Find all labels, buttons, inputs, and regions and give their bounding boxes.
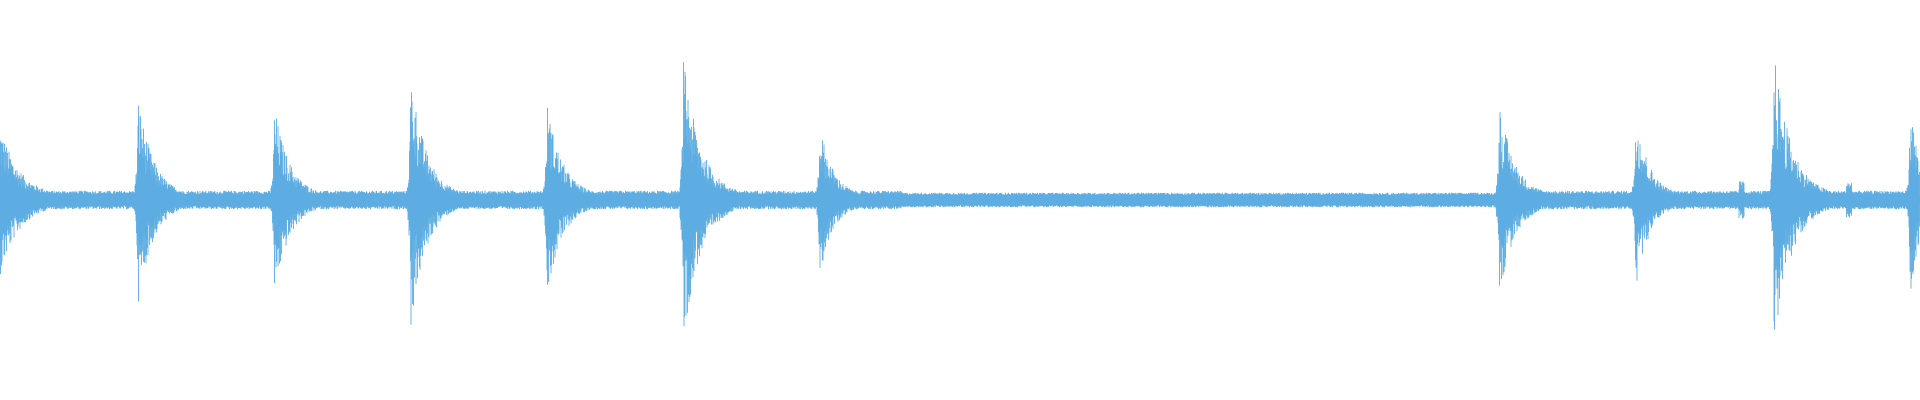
waveform-path [0,62,1920,330]
waveform-samples [0,62,1920,330]
waveform-baseline [0,196,1920,204]
